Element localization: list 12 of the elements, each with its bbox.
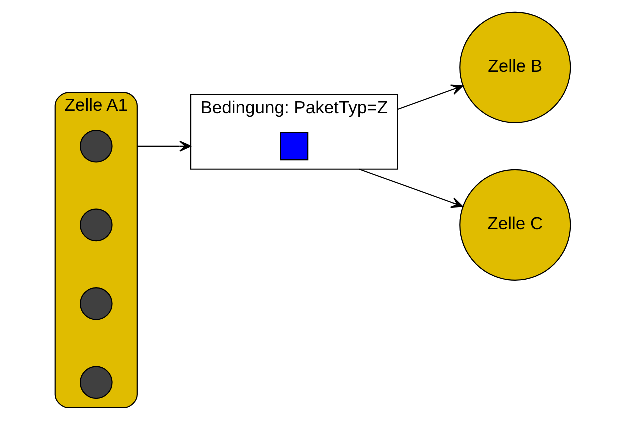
arrow: [398, 84, 464, 110]
node-box: [280, 132, 309, 161]
node-circle: [80, 208, 113, 242]
arrow: [359, 168, 464, 208]
cluster: Bedingung: PaketTyp=Z: [190, 94, 398, 170]
node-circle: [80, 288, 113, 320]
arrow: [137, 140, 192, 152]
node-circle: [80, 130, 113, 163]
node-circle: Zelle C: [460, 169, 572, 281]
cluster: Zelle A1: [54, 92, 138, 408]
node-circle: Zelle B: [460, 12, 572, 124]
node-circle: [80, 366, 113, 400]
